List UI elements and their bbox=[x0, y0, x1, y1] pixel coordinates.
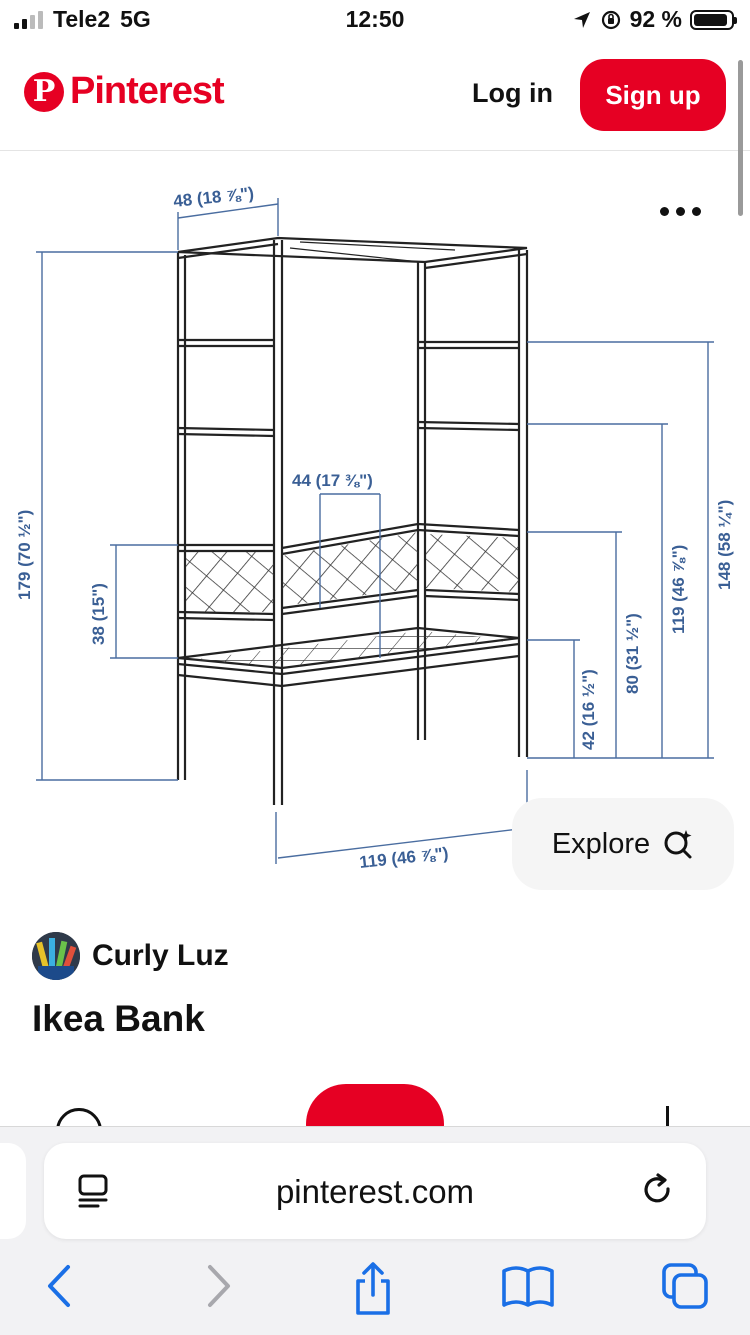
pin-action-row bbox=[0, 1080, 750, 1128]
pin-image[interactable]: 179 (70 ½") 38 (15") 48 (18 ⅞") 44 (17 ⅜… bbox=[0, 152, 750, 892]
signal-icon bbox=[14, 10, 43, 29]
dim-depth: 48 (18 ⅞") bbox=[172, 184, 254, 211]
carrier-label: Tele2 bbox=[53, 6, 111, 32]
pinterest-p-icon: P bbox=[24, 71, 64, 112]
status-right: 92 % bbox=[572, 6, 737, 33]
dim-seat-height: 42 (16 ½") bbox=[579, 669, 598, 750]
dimension-lines bbox=[36, 198, 714, 864]
login-button[interactable]: Log in bbox=[472, 78, 553, 108]
browser-toolbar: pinterest.com bbox=[0, 1126, 750, 1335]
dim-backrest: 38 (15") bbox=[89, 583, 108, 645]
scroll-indicator bbox=[738, 60, 743, 216]
avatar-image bbox=[32, 932, 80, 980]
explore-button[interactable]: Explore bbox=[512, 798, 734, 890]
bench-frame bbox=[176, 236, 529, 805]
back-icon[interactable] bbox=[40, 1261, 80, 1311]
dim-shelf-mid: 119 (46 ⅞") bbox=[669, 545, 688, 634]
share-icon[interactable] bbox=[56, 1108, 102, 1128]
pinterest-logo[interactable]: P Pinterest bbox=[24, 70, 225, 113]
pin-title: Ikea Bank bbox=[32, 998, 205, 1039]
browser-nav bbox=[0, 1261, 750, 1321]
dimension-labels: 179 (70 ½") 38 (15") 48 (18 ⅞") 44 (17 ⅜… bbox=[15, 184, 734, 872]
status-bar: Tele2 5G 12:50 92 % bbox=[0, 0, 750, 44]
download-icon[interactable] bbox=[666, 1106, 669, 1128]
dim-seat-inner: 44 (17 ⅜") bbox=[292, 471, 373, 490]
more-dot bbox=[660, 207, 669, 216]
logo-wordmark: Pinterest bbox=[70, 70, 225, 112]
reload-icon[interactable] bbox=[638, 1171, 678, 1211]
url-text: pinterest.com bbox=[275, 1173, 475, 1210]
location-arrow-icon bbox=[573, 11, 590, 28]
tabs-icon[interactable] bbox=[660, 1261, 712, 1313]
creator-avatar[interactable] bbox=[32, 932, 80, 980]
more-dot bbox=[676, 207, 685, 216]
network-label: 5G bbox=[120, 6, 151, 32]
more-options-button[interactable] bbox=[660, 207, 701, 216]
dim-shelf-high: 148 (58 ¼") bbox=[715, 500, 734, 590]
battery-percent: 92 % bbox=[629, 6, 682, 32]
battery-icon bbox=[690, 9, 737, 30]
more-dot bbox=[692, 207, 701, 216]
forward-icon[interactable] bbox=[198, 1261, 238, 1311]
bench-diagram: 179 (70 ½") 38 (15") 48 (18 ⅞") 44 (17 ⅜… bbox=[15, 184, 734, 872]
address-bar[interactable]: pinterest.com bbox=[44, 1143, 706, 1239]
dim-height-total: 179 (70 ½") bbox=[15, 510, 34, 600]
signup-button[interactable]: Sign up bbox=[580, 59, 726, 131]
dim-width: 119 (46 ⅞") bbox=[358, 844, 449, 872]
dim-armrest: 80 (31 ½") bbox=[623, 613, 642, 694]
creator-name[interactable]: Curly Luz bbox=[92, 939, 229, 972]
visual-search-icon bbox=[664, 830, 692, 859]
page-menu-icon[interactable] bbox=[74, 1171, 114, 1211]
clock: 12:50 bbox=[345, 6, 405, 32]
orientation-lock-icon bbox=[601, 10, 620, 29]
site-header: P Pinterest Log in Sign up bbox=[0, 48, 750, 151]
explore-label: Explore bbox=[551, 827, 651, 860]
creator-row[interactable]: Curly Luz bbox=[32, 932, 229, 980]
bookmarks-icon[interactable] bbox=[500, 1261, 556, 1311]
save-button[interactable] bbox=[306, 1084, 444, 1128]
previous-tab-preview[interactable] bbox=[0, 1143, 26, 1239]
status-left: Tele2 5G bbox=[14, 6, 151, 33]
share-page-icon[interactable] bbox=[350, 1261, 396, 1317]
